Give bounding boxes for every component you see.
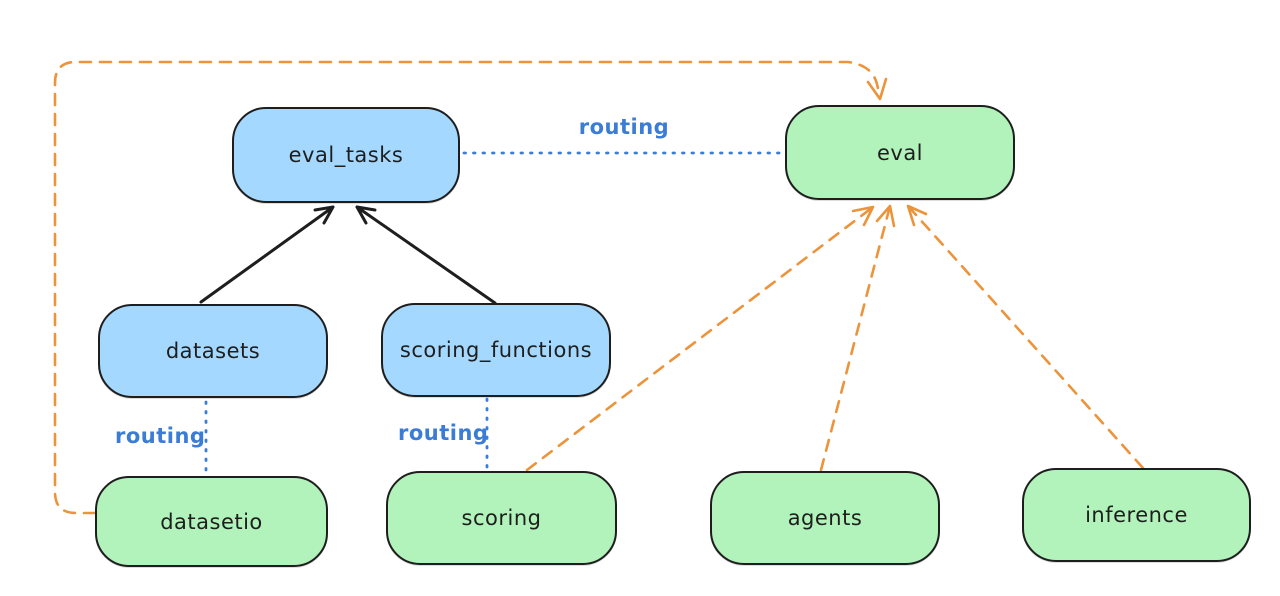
node-datasetio-label: datasetio [160,509,263,534]
edge-agents-to-eval [819,204,892,472]
node-eval: eval [785,105,1015,200]
edge-label-routing-scoring: routing [398,421,489,445]
node-inference-label: inference [1085,503,1188,527]
edge-datasets-to-eval-tasks [199,205,335,304]
arrowhead-agents-to-eval [875,204,896,228]
node-agents: agents [710,471,940,565]
node-datasets: datasets [98,304,328,398]
dotted-routing-group [204,151,786,476]
node-eval-tasks-label: eval_tasks [288,143,404,167]
edge-label-routing-top: routing [578,115,670,139]
node-inference: inference [1022,468,1251,562]
edge-label-routing-datasetio: routing [115,424,206,448]
edge-datasetio-to-eval-loop [53,60,882,515]
node-eval-label: eval [876,140,924,165]
edge-inference-to-eval [906,204,1145,470]
node-scoring-functions: scoring_functions [381,303,611,397]
node-scoring: scoring [386,471,617,565]
arrowhead-datasetio-loop-to-eval [866,77,888,101]
edge-scoring-functions-to-eval-tasks [355,205,497,305]
node-eval-tasks: eval_tasks [232,107,460,203]
node-datasetio: datasetio [95,476,328,567]
dashed-arrows-group [53,60,1145,515]
arrowhead-scoring-to-eval [851,205,875,227]
node-agents-label: agents [787,506,863,530]
node-datasets-label: datasets [165,339,261,363]
node-scoring-functions-label: scoring_functions [399,338,593,362]
solid-arrows-group [199,205,497,305]
arrowhead-inference-to-eval [906,204,928,227]
node-scoring-label: scoring [461,506,542,530]
dashed-arrowheads-group [851,77,928,228]
edge-scoring-to-eval [525,205,875,472]
